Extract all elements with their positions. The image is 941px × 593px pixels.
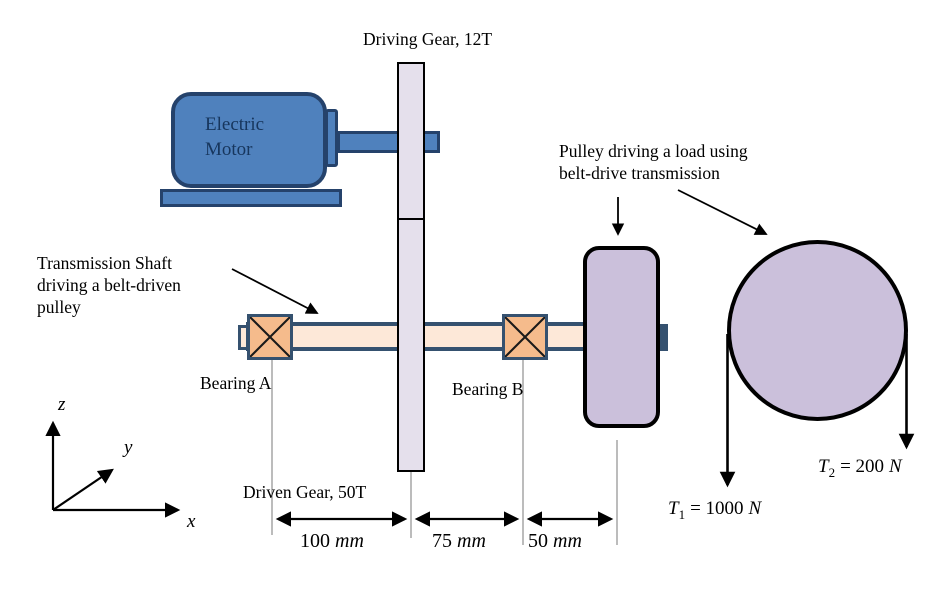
motor-label-line2: Motor	[205, 139, 253, 160]
bearing-cross-icon	[250, 317, 290, 357]
shaft-note-line1: Transmission Shaft	[37, 253, 173, 273]
motor-coupling	[325, 109, 338, 167]
bearing-a	[247, 314, 293, 360]
dimension-unit: mm	[335, 530, 364, 552]
transmission-shaft-right-stub	[657, 324, 668, 351]
shaft-note-line2: driving a belt-driven	[37, 275, 181, 295]
t2-symbol: T	[818, 456, 829, 477]
bearing-b-label: Bearing B	[452, 379, 524, 399]
t2-subscript: 2	[828, 464, 836, 480]
shaft-note-line3: pulley	[37, 297, 81, 317]
bearing-cross-icon	[505, 317, 545, 357]
leader-arrows	[231, 189, 768, 314]
dimension-unit: mm	[553, 530, 582, 552]
motor-label-line1: Electric	[205, 114, 265, 135]
t1-value: = 1000	[690, 498, 744, 519]
electric-motor-label: Electric Motor	[205, 112, 264, 162]
pulley-note-line2: belt-drive transmission	[559, 163, 720, 183]
coordinate-axes	[45, 420, 181, 518]
dimension-unit: mm	[457, 530, 486, 552]
t1-unit: N	[748, 498, 762, 519]
axis-y-label: y	[124, 437, 133, 458]
bearing-b	[502, 314, 548, 360]
pulley-front-view	[727, 240, 908, 421]
motor-base-plate	[160, 189, 342, 207]
t2-value: = 200	[840, 456, 885, 477]
transmission-shaft-note: Transmission Shaft driving a belt-driven…	[37, 252, 181, 318]
dimension-value: 100	[300, 530, 330, 552]
driven-gear	[397, 220, 425, 472]
dimension-value: 75	[432, 530, 452, 552]
dimension-value: 50	[528, 530, 548, 552]
driving-gear-label: Driving Gear, 12T	[363, 29, 493, 49]
t2-unit: N	[889, 456, 902, 477]
pulley-side-view	[583, 246, 660, 428]
axis-x-label: x	[187, 511, 196, 532]
electric-motor	[171, 92, 327, 188]
bearing-a-label: Bearing A	[200, 373, 272, 393]
t1-subscript: 1	[678, 506, 686, 522]
pulley-note: Pulley driving a load using belt-drive t…	[559, 140, 748, 184]
dimension-guide-lines	[271, 360, 618, 545]
driven-gear-label: Driven Gear, 50T	[243, 482, 367, 502]
axis-z-label: z	[58, 394, 66, 415]
t1-symbol: T	[668, 498, 679, 519]
driving-gear	[397, 62, 425, 220]
pulley-note-line1: Pulley driving a load using	[559, 141, 748, 161]
